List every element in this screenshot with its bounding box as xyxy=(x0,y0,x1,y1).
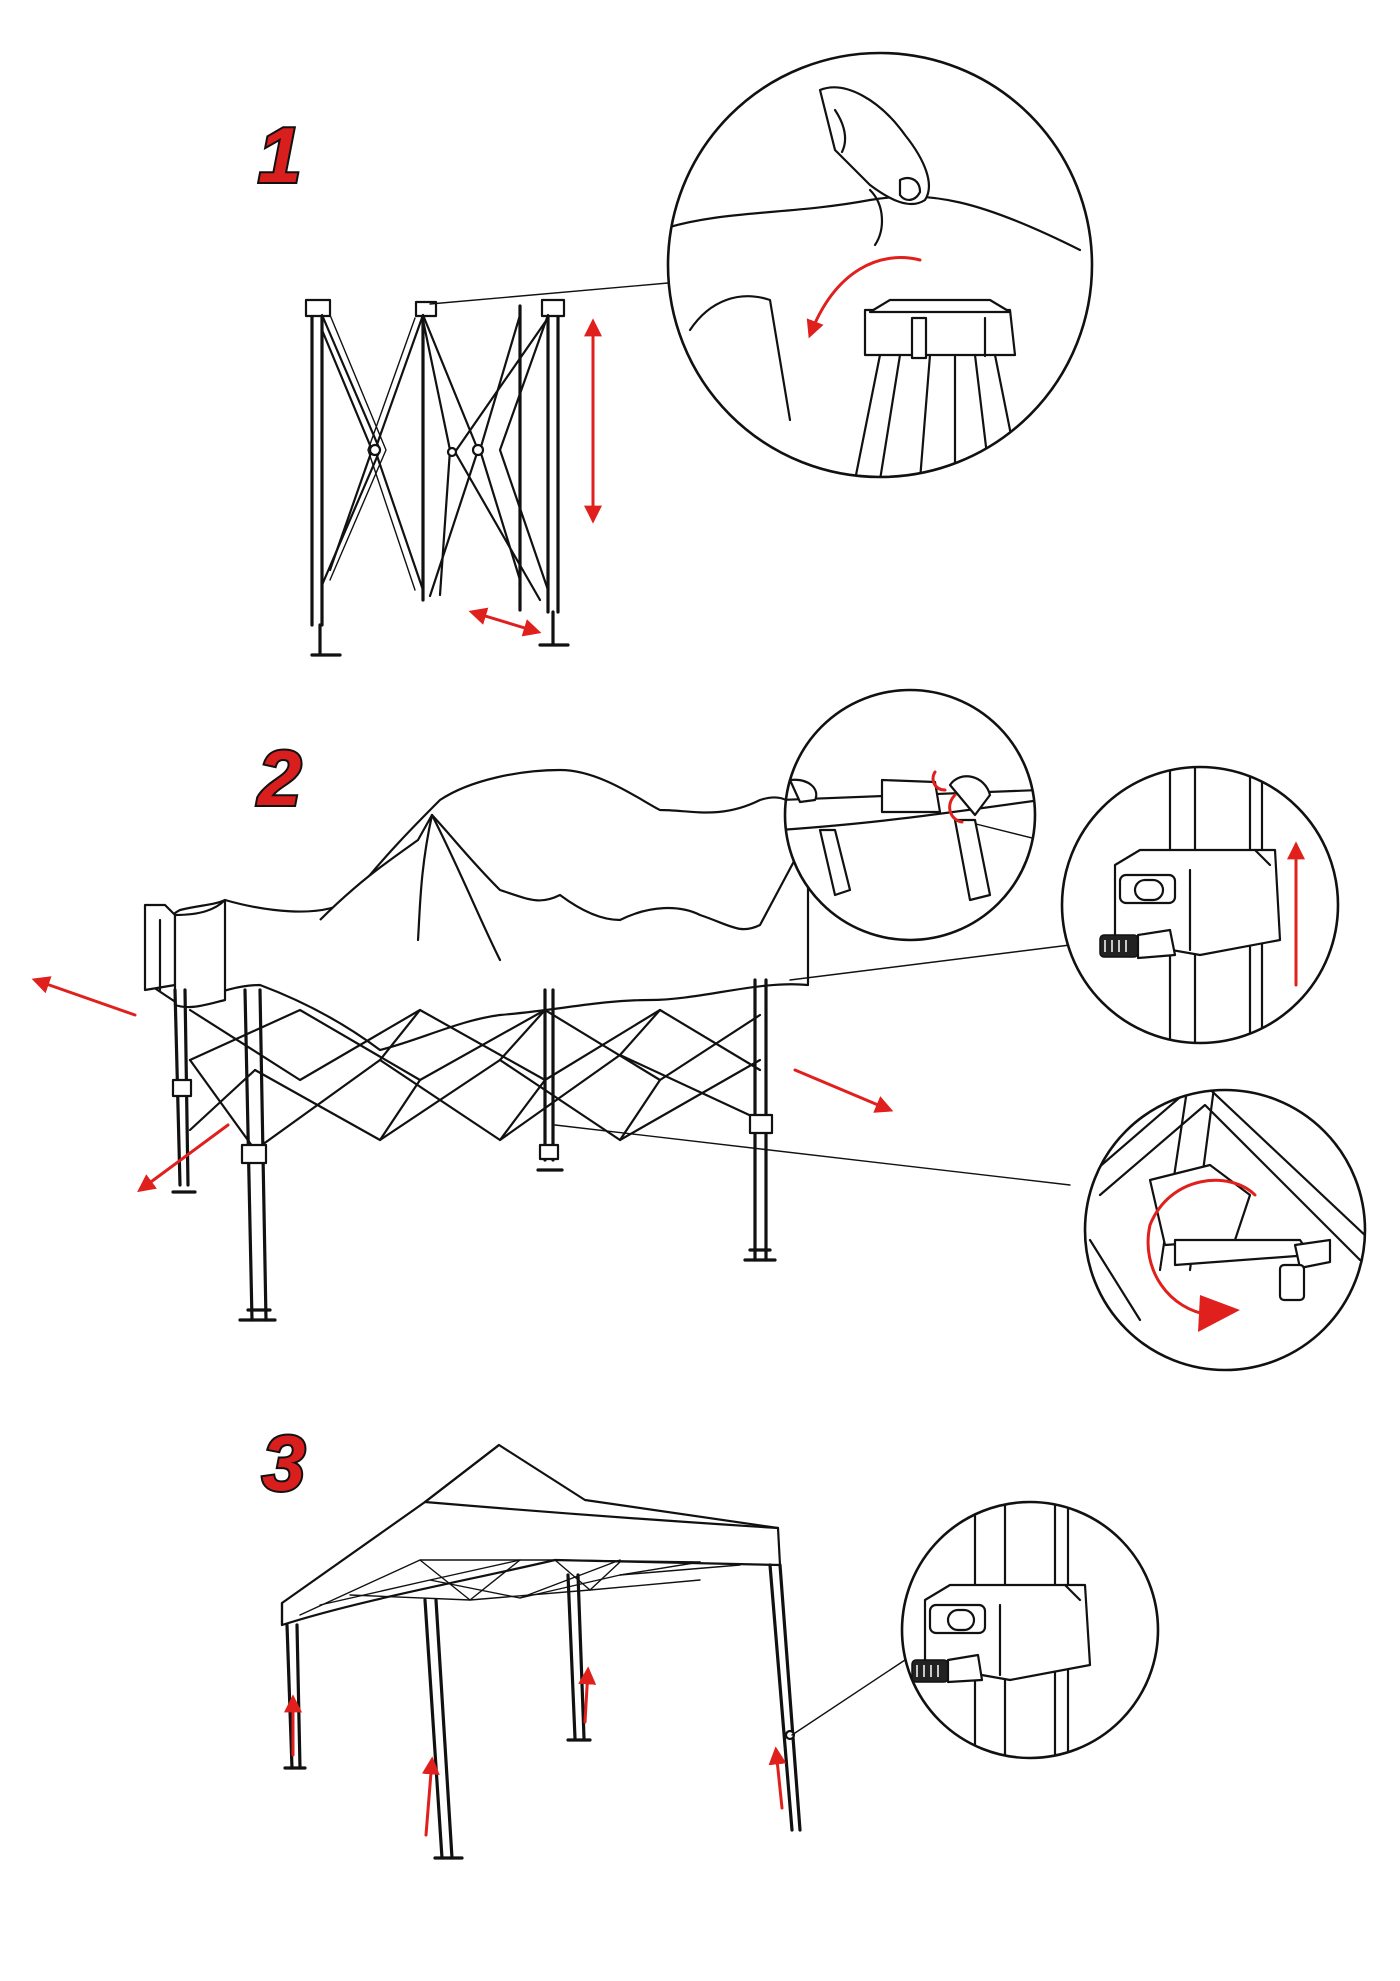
hand-icon xyxy=(818,86,930,247)
red-arrow-icon xyxy=(137,1123,230,1193)
detail-circle-strap xyxy=(783,688,1037,942)
red-arrow-icon xyxy=(421,1756,440,1837)
detail-circle-bracket xyxy=(666,51,1094,479)
step-3: 3 xyxy=(260,1417,1160,1860)
folded-frame xyxy=(304,298,570,657)
step-number-3: 3 xyxy=(262,1419,305,1507)
red-double-arrow-icon xyxy=(468,607,542,637)
red-arrow-icon xyxy=(793,1068,894,1113)
detail-circle-lock-pin-engaged xyxy=(900,1500,1160,1760)
lock-pin-icon xyxy=(1099,928,1177,960)
red-arrow-icon xyxy=(1146,1178,1257,1317)
detail-circle-lock-pin-up xyxy=(1060,765,1340,1045)
detail-circle-rotate-lock xyxy=(1083,1088,1367,1372)
step-number-1: 1 xyxy=(258,111,301,199)
step-2: 2 xyxy=(31,688,1367,1372)
lock-pin-icon xyxy=(911,1653,984,1684)
finished-canopy xyxy=(280,1443,782,1627)
finished-legs xyxy=(283,1563,802,1860)
red-arrow-icon xyxy=(31,976,137,1017)
red-arrow-icon xyxy=(806,256,922,339)
step-1: 1 xyxy=(256,51,1094,657)
red-arrow-icon xyxy=(948,793,964,824)
expanded-frame xyxy=(171,978,777,1322)
step-number-2: 2 xyxy=(256,734,301,822)
red-arrow-icon xyxy=(578,1666,597,1724)
red-arrow-icon xyxy=(768,1746,787,1810)
draped-canopy xyxy=(143,768,810,1052)
